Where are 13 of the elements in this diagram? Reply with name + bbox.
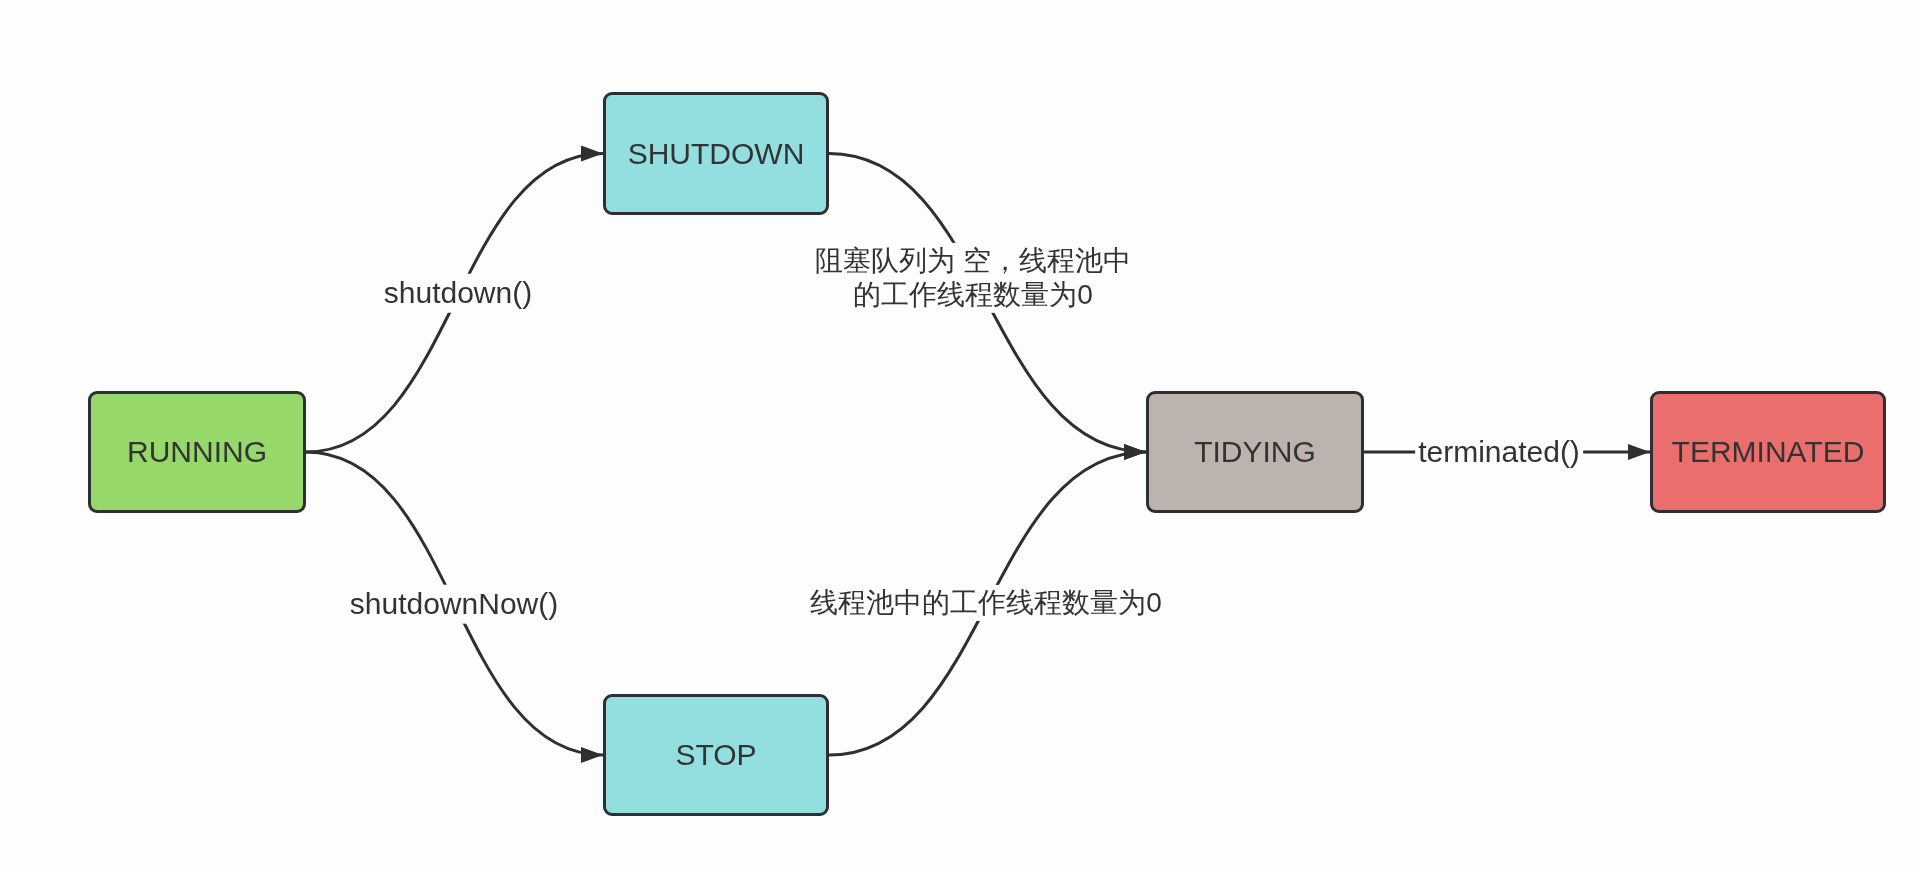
- state-box: [603, 92, 829, 215]
- arrow: [305, 450, 604, 760]
- arrow: [828, 447, 1147, 757]
- state-box: [88, 391, 306, 513]
- state-box: [1650, 391, 1886, 513]
- state-name: TIDYING: [1194, 434, 1316, 471]
- state-name: SHUTDOWN: [627, 135, 805, 172]
- state-box: [1146, 391, 1364, 513]
- state-name: STOP: [675, 737, 757, 774]
- arrow: [305, 149, 604, 454]
- state-name: RUNNING: [127, 434, 267, 471]
- state-box: [603, 694, 829, 816]
- state-name: TERMINATED: [1671, 434, 1865, 471]
